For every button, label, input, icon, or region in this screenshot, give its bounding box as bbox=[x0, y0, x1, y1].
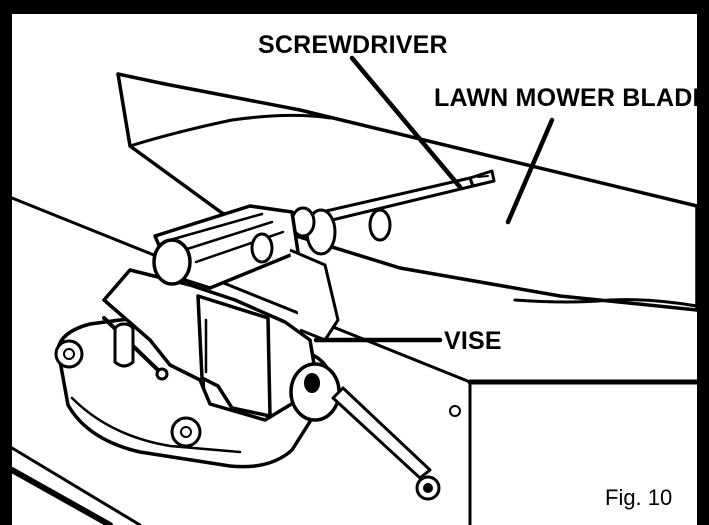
label-lawn-mower-blade: LAWN MOWER BLADE bbox=[434, 84, 709, 112]
screwdriver bbox=[290, 169, 496, 256]
workbench bbox=[9, 196, 700, 525]
vise bbox=[54, 204, 441, 501]
callout-leaders bbox=[313, 55, 555, 343]
label-vise: VISE bbox=[444, 327, 502, 355]
label-screwdriver: SCREWDRIVER bbox=[258, 31, 448, 59]
figure-caption: Fig. 10 bbox=[605, 485, 672, 510]
